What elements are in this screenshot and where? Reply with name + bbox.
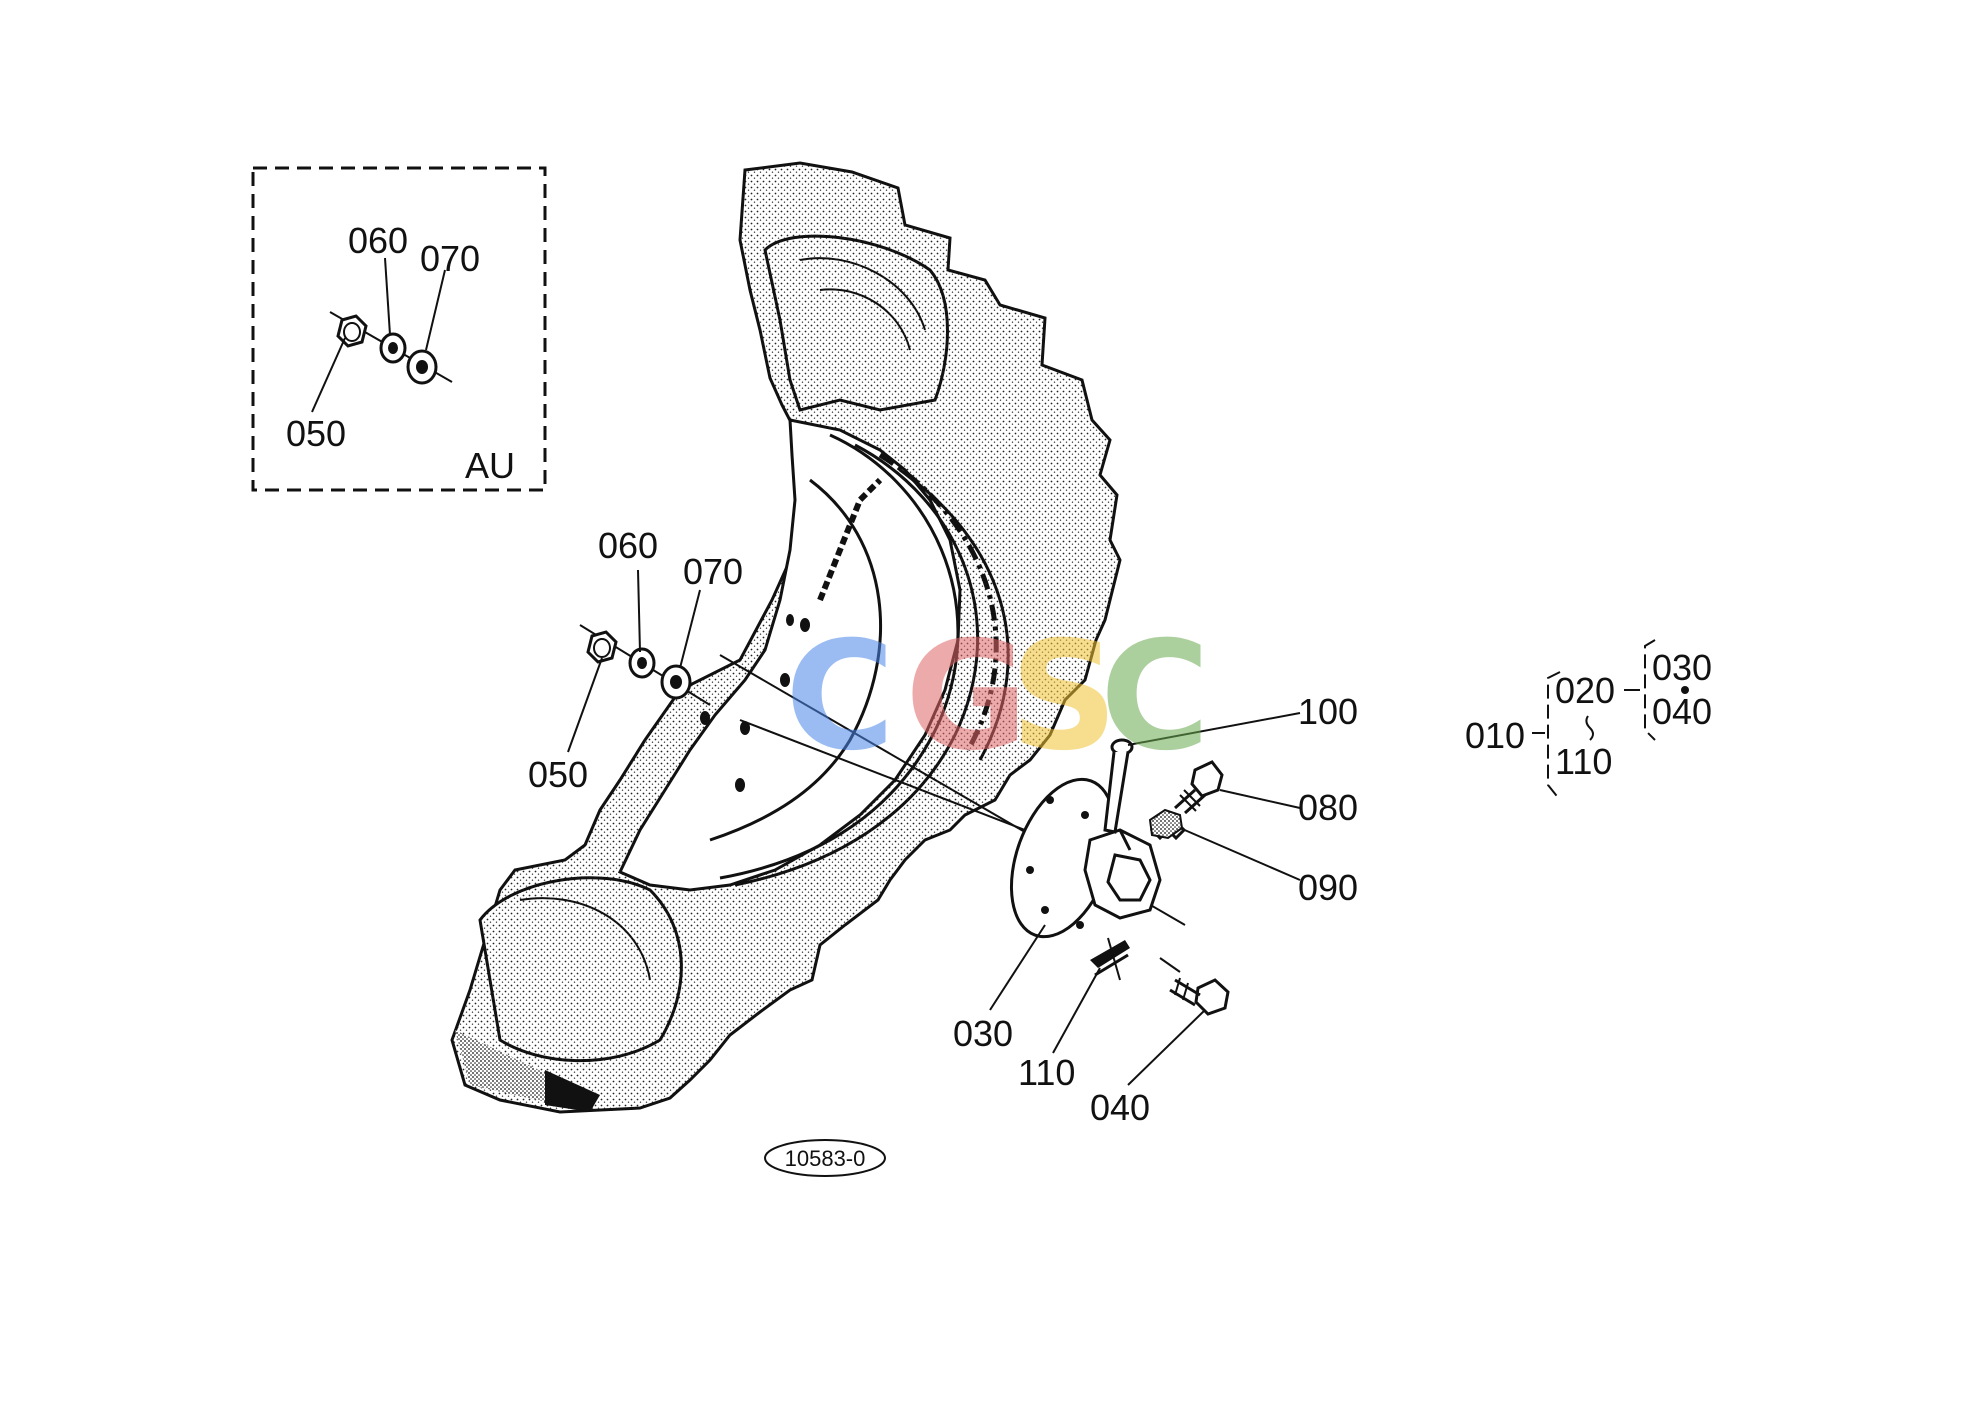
parts-tree: 010 020 110 030 040 [1465,639,1712,801]
callout-090: 090 [1298,867,1358,908]
main-fasteners: 060 070 050 [528,525,1186,926]
bolt-080-icon [1173,760,1224,815]
tree-bottom: 040 [1652,691,1712,732]
callout-040: 040 [1090,1087,1150,1128]
figure-code-badge: 10583-0 [764,1139,886,1177]
callout-060: 060 [598,525,658,566]
callout-100: 100 [1298,691,1358,732]
callout-070: 070 [683,551,743,592]
inset-label-050: 050 [286,413,346,454]
tire-drawing [450,161,1122,1114]
watermark-letter-4: C [1100,610,1210,784]
watermark-letter-3: S [1010,610,1118,784]
inset-nut-icon [336,314,368,348]
clip-110-icon [1090,937,1130,981]
tree-mid: 020 [1555,670,1615,711]
tree-root: 010 [1465,715,1525,756]
inset-label-070: 070 [420,238,480,279]
watermark-letter-1: C [785,610,895,784]
inset-lockwasher-icon [379,332,407,364]
hub-assembly: 100 080 090 110 [953,691,1358,1128]
lockwasher-icon [628,647,656,679]
pin-icon [1103,738,1134,834]
washer-icon [660,664,692,700]
callout-110: 110 [1018,1052,1075,1093]
callout-030: 030 [953,1013,1013,1054]
inset-region-code: AU [465,445,515,486]
tree-sub: 110 [1555,741,1612,782]
tree-top: 030 [1652,647,1712,688]
watermark-logo: C G S C [785,610,1210,784]
inset-box: 060 070 050 AU [251,166,547,492]
figure-code: 10583-0 [785,1146,866,1171]
nut-icon [586,630,618,664]
callout-050: 050 [528,754,588,795]
inset-label-060: 060 [348,220,408,261]
spring-090-icon [1148,808,1187,841]
watermark-letter-2: G [905,610,1028,784]
bolt-040-icon [1169,977,1230,1016]
callout-080: 080 [1298,787,1358,828]
inset-washer-icon [406,349,438,385]
hex-hub-icon [1083,828,1162,920]
